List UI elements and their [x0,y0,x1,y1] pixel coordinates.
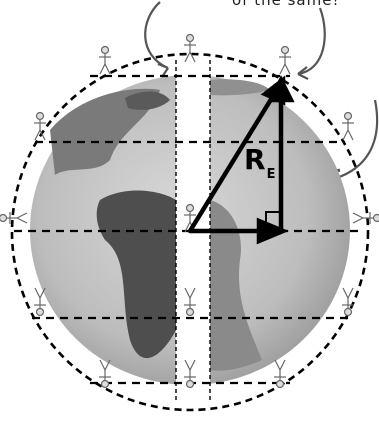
radius-label: RE [244,146,275,181]
right-sketch-arrow [298,8,325,74]
stick-figure-person-icon [342,113,354,141]
stick-figure-person-icon [184,35,196,63]
stick-figure-person-icon [353,212,379,224]
stick-figure-person-icon [99,47,111,75]
stick-figure-person-icon [279,47,291,75]
top-caption: of the same! [232,0,379,11]
stick-figure-person-icon [342,288,354,316]
